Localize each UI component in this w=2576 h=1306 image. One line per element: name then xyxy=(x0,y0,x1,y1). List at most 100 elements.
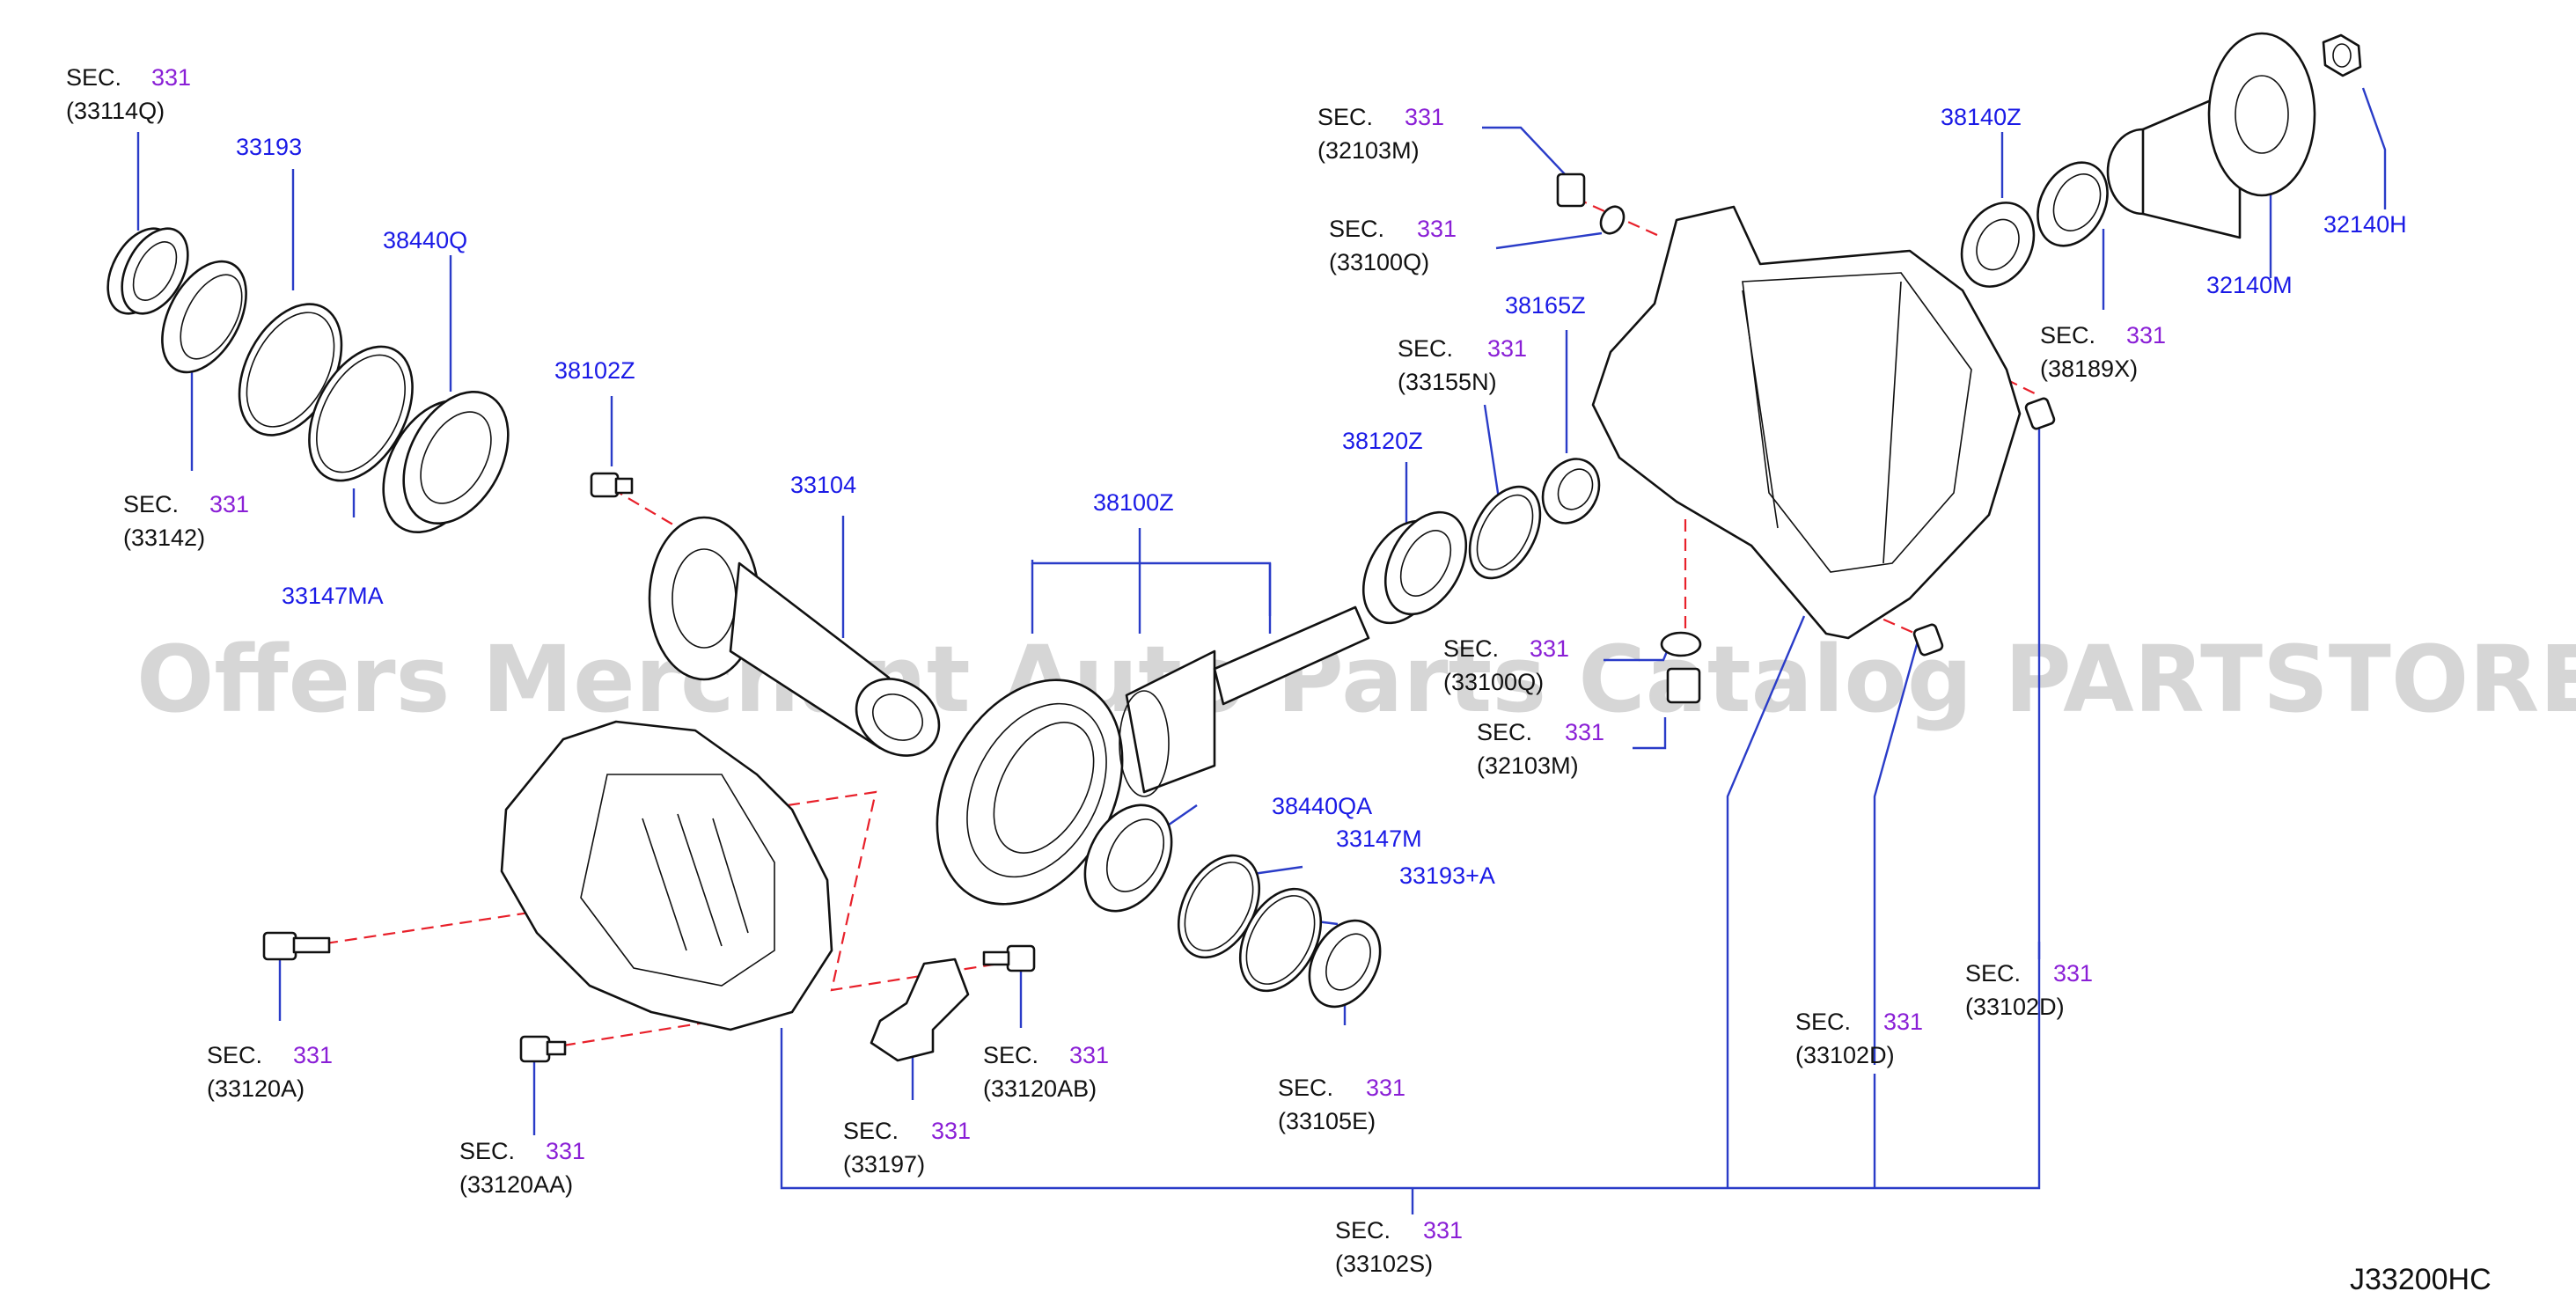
part-ref: (33120AB) xyxy=(983,1075,1097,1102)
sec-text: SEC. xyxy=(123,491,179,517)
gear-carrier-shape xyxy=(500,720,833,1031)
sec-number: 331 xyxy=(1069,1042,1109,1068)
bearing-38120z-shape xyxy=(1361,510,1468,625)
sec-label-33102d-right[interactable]: SEC. 331 (33102D) xyxy=(1965,960,2093,1020)
sec-text: SEC. xyxy=(2040,322,2095,349)
part-number-38140z[interactable]: 38140Z xyxy=(1941,104,2022,130)
sec-number: 331 xyxy=(1565,719,1604,745)
sec-label-33114q[interactable]: SEC. 331 (33114Q) xyxy=(66,64,191,124)
sec-label-32103m-lower[interactable]: SEC. 331 (32103M) xyxy=(1477,719,1604,779)
sec-text: SEC. xyxy=(459,1138,515,1164)
plug-32103m-upper-shape xyxy=(1556,172,1586,208)
part-number-33193[interactable]: 33193 xyxy=(236,134,302,160)
sec-text: SEC. xyxy=(1335,1217,1391,1244)
sec-text: SEC. xyxy=(207,1042,262,1068)
sec-text: SEC. xyxy=(843,1118,899,1144)
bolt-38102z-shape xyxy=(590,472,634,498)
part-number-33104[interactable]: 33104 xyxy=(790,472,856,498)
part-number-33147m[interactable]: 33147M xyxy=(1336,825,1422,852)
part-number-32140m[interactable]: 32140M xyxy=(2206,272,2293,298)
seal-38165z-shape xyxy=(1541,458,1601,525)
bolt-33120a-shape xyxy=(262,931,331,961)
part-ref: (38189X) xyxy=(2040,356,2138,382)
ring-33147ma-shape xyxy=(308,345,414,482)
part-ref: (33100Q) xyxy=(1329,249,1429,275)
ring-33193a-shape xyxy=(1238,887,1323,993)
part-number-38102z[interactable]: 38102Z xyxy=(554,357,635,384)
sec-number: 331 xyxy=(1487,335,1527,362)
shim-33155n-shape xyxy=(1468,485,1542,580)
dowel-pin-upper-shape xyxy=(2024,397,2056,430)
sec-label-33120ab[interactable]: SEC. 331 (33120AB) xyxy=(983,1042,1109,1102)
diagram-code: J33200HC xyxy=(2350,1263,2492,1296)
part-ref: (33155N) xyxy=(1398,369,1497,395)
part-ref: (32103M) xyxy=(1477,752,1579,779)
flange-shaft-33104-shape xyxy=(648,516,941,757)
part-ref: (33120AA) xyxy=(459,1171,573,1198)
sec-text: SEC. xyxy=(1443,635,1499,662)
sec-label-32103m-upper[interactable]: SEC. 331 (32103M) xyxy=(1317,104,1444,164)
flange-32140m-shape xyxy=(2106,32,2316,239)
sec-number: 331 xyxy=(1366,1075,1405,1101)
leader-lines xyxy=(136,87,2387,1214)
sec-number: 331 xyxy=(2126,322,2166,349)
sec-number: 331 xyxy=(2053,960,2093,987)
part-number-33193a[interactable]: 33193+A xyxy=(1399,862,1495,889)
sec-number: 331 xyxy=(151,64,191,91)
sec-text: SEC. xyxy=(1477,719,1532,745)
sec-label-33100q-upper[interactable]: SEC. 331 (33100Q) xyxy=(1329,216,1457,275)
sec-label-33102s[interactable]: SEC. 331 (33102S) xyxy=(1335,1217,1463,1277)
part-number-33147ma[interactable]: 33147MA xyxy=(282,583,384,609)
part-ref: (33100Q) xyxy=(1443,669,1544,695)
part-ref: (33197) xyxy=(843,1151,925,1178)
sec-label-33142[interactable]: SEC. 331 (33142) xyxy=(123,491,249,551)
part-ref: (32103M) xyxy=(1317,137,1420,164)
pinion-gear-shape xyxy=(1119,605,1370,797)
part-ref: (33102D) xyxy=(1795,1042,1895,1068)
sec-number: 331 xyxy=(1883,1009,1923,1035)
bearing-38440qa-shape xyxy=(1083,803,1173,913)
sec-label-33102d-middle[interactable]: SEC. 331 (33102D) xyxy=(1795,1009,1923,1068)
part-number-38100z[interactable]: 38100Z xyxy=(1093,489,1174,516)
sec-label-33105e[interactable]: SEC. 331 (33105E) xyxy=(1278,1075,1405,1134)
sec-number: 331 xyxy=(209,491,249,517)
sec-number: 331 xyxy=(1405,104,1444,130)
plug-32103m-lower-shape xyxy=(1666,667,1701,704)
sec-text: SEC. xyxy=(1398,335,1453,362)
sec-label-33120a[interactable]: SEC. 331 (33120A) xyxy=(207,1042,333,1102)
sec-number: 331 xyxy=(1530,635,1569,662)
part-ref: (33102S) xyxy=(1335,1251,1433,1277)
sec-text: SEC. xyxy=(66,64,121,91)
washer-33100q-upper-shape xyxy=(1599,205,1626,235)
sec-label-38189x[interactable]: SEC. 331 (38189X) xyxy=(2040,322,2166,382)
part-number-38440q[interactable]: 38440Q xyxy=(383,227,467,253)
sec-label-33120aa[interactable]: SEC. 331 (33120AA) xyxy=(459,1138,585,1198)
sec-text: SEC. xyxy=(1317,104,1373,130)
sec-number: 331 xyxy=(546,1138,585,1164)
sec-number: 331 xyxy=(293,1042,333,1068)
sec-label-33100q-lower[interactable]: SEC. 331 (33100Q) xyxy=(1443,635,1569,695)
part-number-38440qa[interactable]: 38440QA xyxy=(1272,793,1372,819)
part-number-32140h[interactable]: 32140H xyxy=(2323,211,2407,238)
part-number-38120z[interactable]: 38120Z xyxy=(1342,428,1423,454)
part-number-38165z[interactable]: 38165Z xyxy=(1505,292,1586,319)
differential-case-shape xyxy=(1591,205,2022,640)
sec-text: SEC. xyxy=(1329,216,1384,242)
sec-label-33155n[interactable]: SEC. 331 (33155N) xyxy=(1398,335,1527,395)
seal-33105e-shape xyxy=(1308,919,1382,1009)
sec-text: SEC. xyxy=(1278,1075,1333,1101)
washer-33100q-lower-shape xyxy=(1660,631,1702,657)
bearing-38440q-shape xyxy=(382,390,510,534)
part-ref: (33102D) xyxy=(1965,994,2065,1020)
bolt-33120aa-shape xyxy=(519,1035,567,1063)
sec-text: SEC. xyxy=(1965,960,2021,987)
sec-text: SEC. xyxy=(983,1042,1038,1068)
part-ref: (33114Q) xyxy=(66,98,165,124)
part-ref: (33142) xyxy=(123,525,205,551)
part-ref: (33120A) xyxy=(207,1075,305,1102)
bolt-33120ab-shape xyxy=(982,944,1036,972)
seal-38189x-shape xyxy=(2037,161,2109,247)
dowel-pin-lower-shape xyxy=(1912,623,1944,657)
sec-label-33197[interactable]: SEC. 331 (33197) xyxy=(843,1118,971,1178)
